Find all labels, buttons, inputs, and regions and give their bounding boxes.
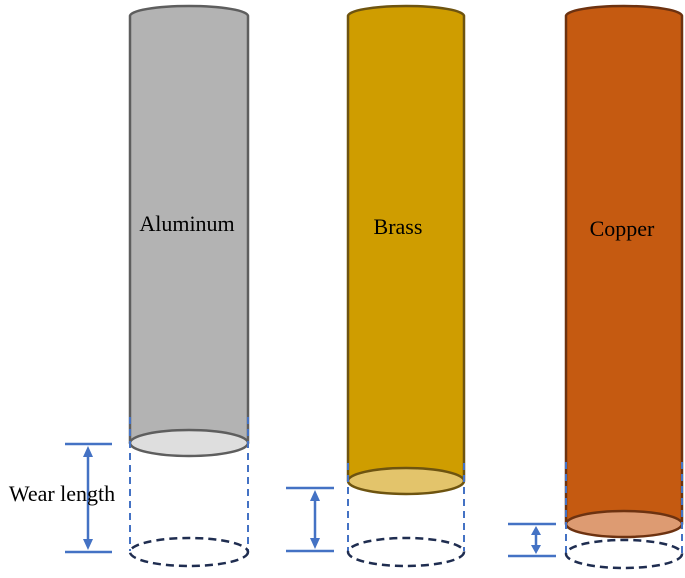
copper-rod-end-face — [564, 509, 684, 539]
wear-length-label: Wear length — [9, 481, 115, 506]
aluminum-original-end — [128, 536, 250, 568]
brass-rod-label: Brass — [374, 214, 423, 239]
copper-rod-body — [564, 4, 684, 535]
aluminum-rod: Aluminum — [65, 4, 250, 568]
brass-rod-end-face — [346, 466, 466, 496]
copper-rod: Copper — [508, 4, 684, 570]
aluminum-rod-label: Aluminum — [139, 211, 234, 236]
brass-wear-length-arrow — [286, 486, 334, 553]
aluminum-rod-end-face — [128, 428, 250, 458]
brass-original-end — [346, 536, 466, 568]
aluminum-wear-length-arrow — [65, 442, 112, 554]
copper-rod-label: Copper — [590, 216, 655, 241]
copper-wear-length-arrow — [508, 522, 556, 558]
copper-original-end — [564, 538, 684, 570]
brass-rod-body — [346, 4, 466, 492]
brass-rod: Brass — [286, 4, 466, 568]
